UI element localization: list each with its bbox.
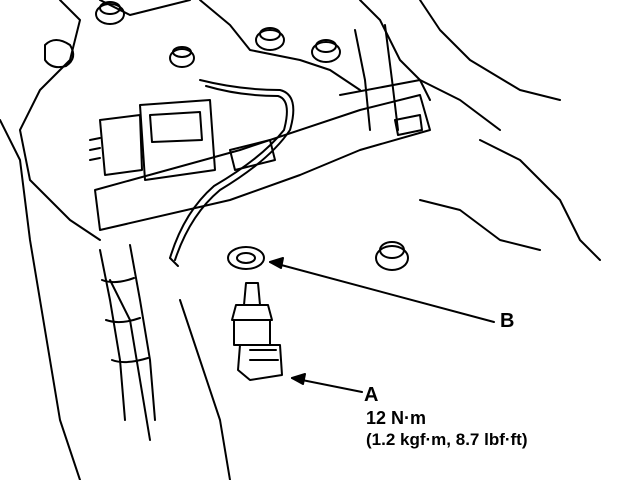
leader-a — [291, 373, 363, 393]
hose-left — [99, 244, 156, 421]
callout-label-a: A — [364, 384, 379, 406]
callout-label-b: B — [500, 310, 515, 332]
torque-spec-metric: 12 N·m — [366, 408, 427, 428]
torque-spec-alternate: (1.2 kgf·m, 8.7 lbf·ft) — [366, 430, 528, 449]
temperature-sensor — [231, 282, 283, 381]
hose-right — [354, 24, 399, 131]
leader-b — [269, 257, 495, 323]
bolt-group — [95, 1, 409, 271]
manifold-rail — [94, 79, 431, 231]
electrical-connector — [89, 99, 216, 181]
engine-block-outline — [0, 0, 601, 480]
wire-harness — [169, 79, 295, 267]
sealing-washer — [227, 246, 265, 270]
